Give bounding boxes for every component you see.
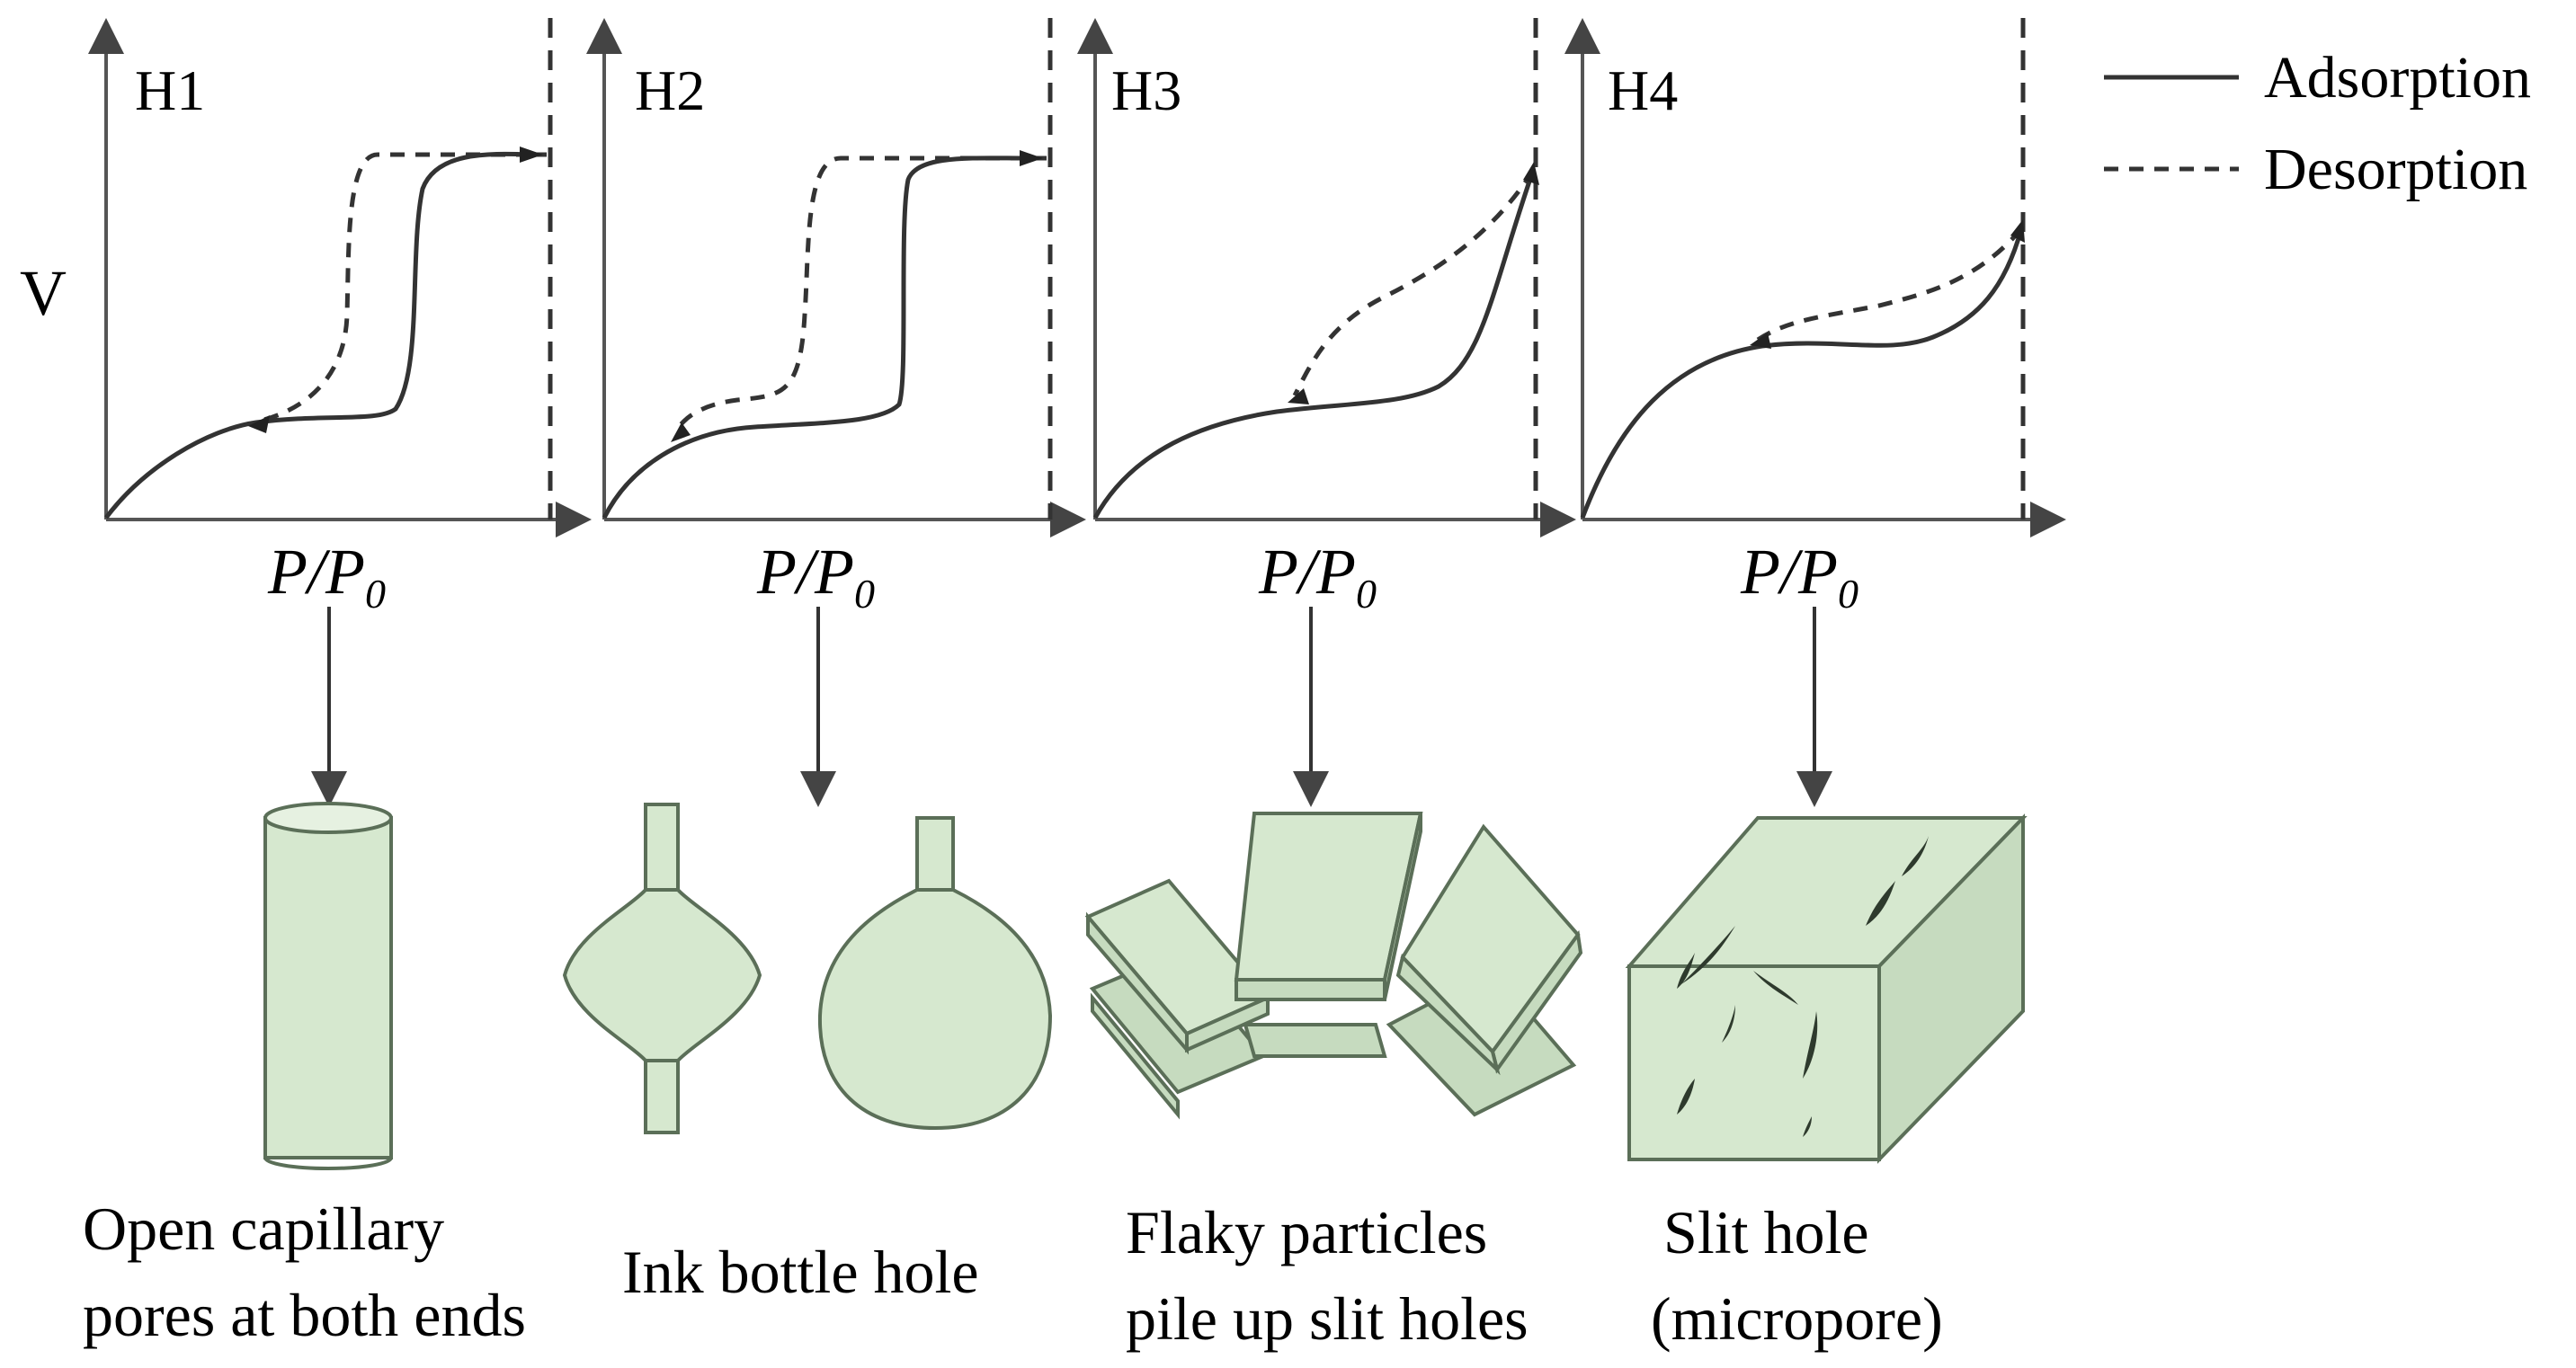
h1-label: H1: [135, 58, 205, 122]
cylinder-body: [263, 816, 393, 1159]
cylinder-top: [263, 802, 393, 834]
h2-caption-line-1: Ink bottle hole: [622, 1238, 979, 1306]
crack-5: [1722, 1005, 1735, 1043]
h3-caption-line-1: Flaky particles: [1126, 1198, 1487, 1266]
h3-arrow-low: [1288, 388, 1309, 404]
bottle1-body: [562, 888, 762, 1062]
panel-h2: H2 P/P0: [586, 18, 1086, 807]
h1-arrow-low: [248, 415, 270, 433]
h4-adsorption-curve: [1580, 228, 2024, 519]
h1-caption-line-2: pores at both ends: [83, 1281, 526, 1349]
legend: Adsorption Desorption: [2104, 45, 2531, 202]
h1-adsorption-curve: [104, 151, 547, 520]
h4-caption-line-2: (micropore): [1651, 1284, 1943, 1353]
h3-arrow-top: [1523, 162, 1539, 185]
h4-caption-line-1: Slit hole: [1663, 1198, 1869, 1266]
cylinder-pore-illustration: [263, 802, 393, 1170]
panel-h1: H1 P/P0: [88, 18, 592, 807]
crack-1: [1902, 836, 1929, 876]
h1-caption-line-1: Open capillary: [83, 1195, 444, 1263]
h3-desorption-curve: [1292, 169, 1536, 397]
bottle2-neck: [915, 816, 955, 892]
h4-arrow-top: [2010, 219, 2025, 243]
crack-2: [1866, 881, 1895, 926]
h4-arrow-low: [1750, 333, 1771, 349]
h1-x-label: P/P0: [267, 536, 386, 617]
h1-arrow-top: [520, 147, 543, 163]
block-front: [1627, 964, 1881, 1161]
block-side: [1877, 813, 2025, 1164]
h4-label: H4: [1608, 58, 1678, 122]
legend-desorption-label: Desorption: [2264, 137, 2527, 202]
h2-arrow-low: [671, 422, 691, 442]
h3-caption-line-2: pile up slit holes: [1126, 1284, 1529, 1353]
ink-bottle-single-illustration: [817, 816, 1053, 1131]
y-axis-label: V: [20, 257, 67, 329]
crack-7: [1677, 1079, 1695, 1115]
slit-hole-block-illustration: [1625, 813, 2028, 1164]
h3-x-label: P/P0: [1258, 536, 1377, 617]
bottle1-bottom-neck: [644, 1059, 680, 1134]
crack-6: [1803, 1011, 1818, 1079]
panel-h4: H4 P/P0: [1564, 18, 2066, 807]
bottle2-body: [817, 888, 1053, 1131]
panel-h3: H3 P/P0: [1077, 18, 1576, 807]
h1-desorption-curve: [260, 152, 530, 423]
bottle1-top-neck: [644, 803, 680, 892]
h2-adsorption-curve: [602, 155, 1047, 520]
ink-bottle-double-illustration: [562, 803, 762, 1134]
h4-x-label: P/P0: [1740, 536, 1858, 617]
h3-adsorption-curve: [1092, 170, 1536, 520]
h2-desorption-curve: [673, 155, 1025, 433]
h3-label: H3: [1111, 58, 1181, 122]
h4-desorption-curve: [1756, 227, 2023, 342]
h2-arrow-top: [1020, 150, 1043, 166]
legend-adsorption-label: Adsorption: [2264, 45, 2531, 111]
flaky-particles-illustration: [1084, 812, 1583, 1120]
h2-label: H2: [635, 58, 705, 122]
crack-4: [1753, 971, 1798, 1005]
h2-x-label: P/P0: [756, 536, 875, 617]
